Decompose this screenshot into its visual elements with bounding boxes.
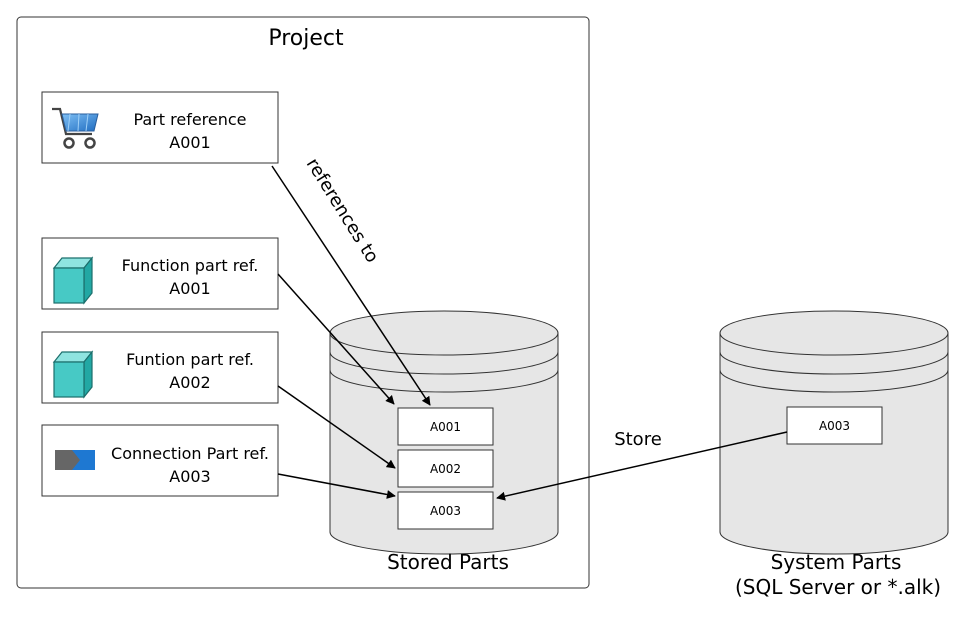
connection-part-ref-id: A003 <box>169 467 210 486</box>
connection-part-ref-box[interactable]: Connection Part ref. A003 <box>41 424 279 497</box>
cube-icon <box>52 256 94 305</box>
stored-part-a001-label: A001 <box>430 420 461 434</box>
connector-arrow-icon <box>55 450 95 470</box>
stored-parts-caption: Stored Parts <box>387 550 509 574</box>
part-reference-box[interactable]: Part reference A001 <box>41 91 279 164</box>
stored-part-a003[interactable]: A003 <box>397 491 494 530</box>
function-part-ref-a001-box[interactable]: Function part ref. A001 <box>41 237 279 310</box>
part-reference-id: A001 <box>169 133 210 152</box>
part-reference-title: Part reference <box>133 110 246 129</box>
project-title: Project <box>268 26 344 51</box>
reference-arrow-part-a001 <box>271 165 431 406</box>
system-part-a003[interactable]: A003 <box>786 406 883 445</box>
cube-icon <box>52 350 94 399</box>
system-part-a003-label: A003 <box>819 419 850 433</box>
function-part-ref-a002-id: A002 <box>169 373 210 392</box>
function-part-ref-a001-title: Function part ref. <box>122 256 259 275</box>
function-part-ref-a002-title: Funtion part ref. <box>126 350 254 369</box>
stored-part-a002[interactable]: A002 <box>397 449 494 488</box>
system-parts-caption: System Parts <box>771 550 902 574</box>
function-part-ref-a002-box[interactable]: Funtion part ref. A002 <box>41 331 279 404</box>
stored-part-a002-label: A002 <box>430 462 461 476</box>
reference-arrow-connection-a003 <box>277 473 396 499</box>
stored-part-a001[interactable]: A001 <box>397 407 494 446</box>
store-label: Store <box>614 429 662 450</box>
shopping-cart-icon <box>52 107 99 149</box>
function-part-ref-a001-id: A001 <box>169 279 210 298</box>
reference-arrow-function-a001 <box>277 273 395 405</box>
connection-part-ref-title: Connection Part ref. <box>111 444 269 463</box>
reference-arrow-function-a002 <box>277 385 396 469</box>
store-arrow <box>496 431 788 501</box>
system-parts-subcaption: (SQL Server or *.alk) <box>735 575 941 599</box>
stored-part-a003-label: A003 <box>430 504 461 518</box>
